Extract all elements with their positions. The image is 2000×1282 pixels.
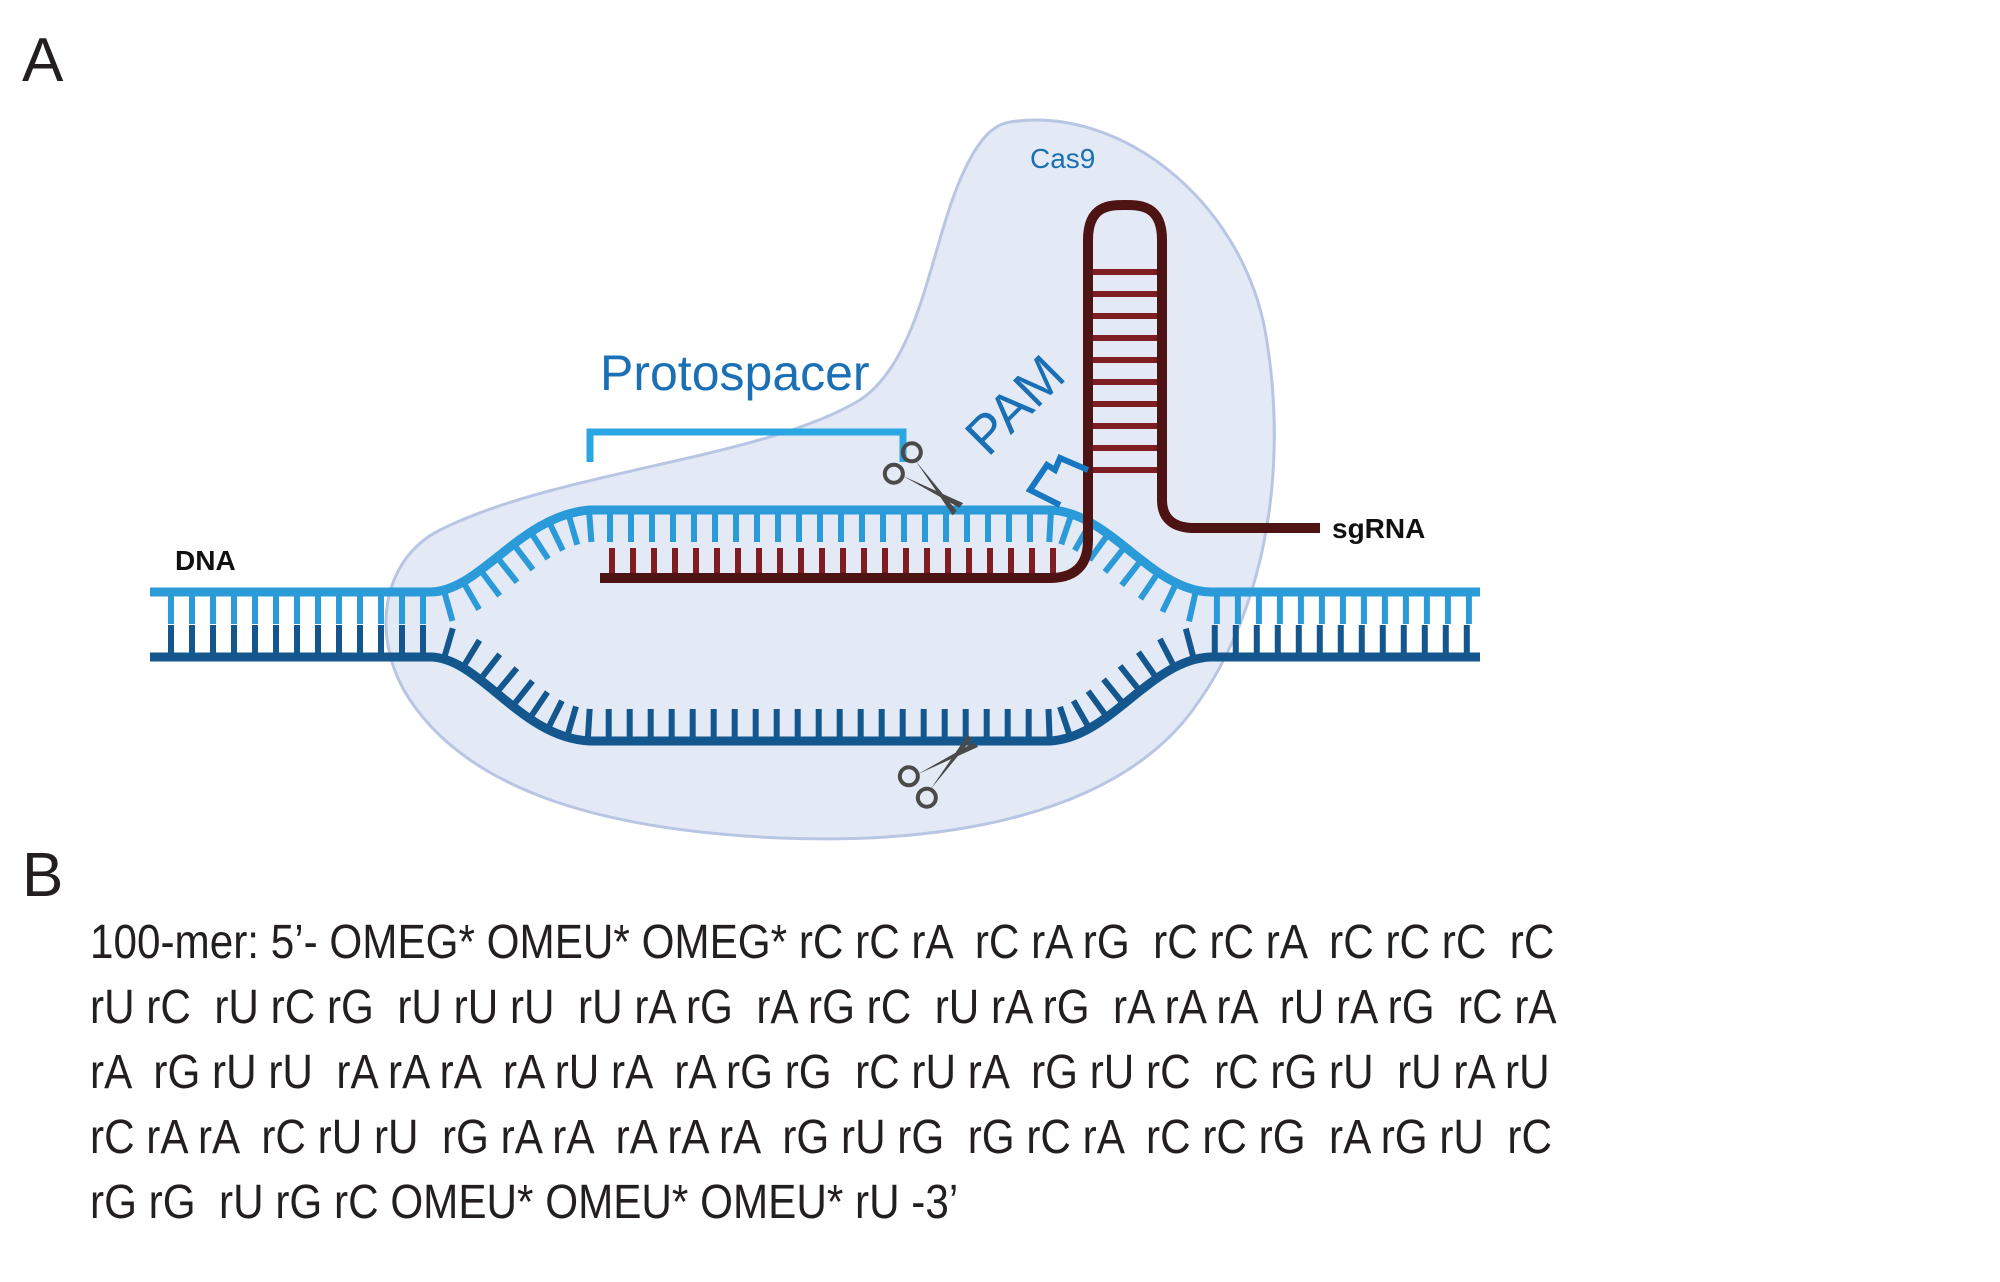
protospacer-label: Protospacer — [600, 345, 870, 401]
dna-base — [584, 708, 593, 742]
dna-base — [460, 638, 483, 670]
dna-base — [440, 627, 456, 660]
dna-base — [544, 699, 565, 731]
dna-base — [460, 580, 482, 611]
sequence-line: rG rG rU rG rC OMEU* OMEU* OMEU* rU -3’ — [90, 1176, 959, 1229]
dna-base — [1045, 708, 1053, 742]
cas9-label: Cas9 — [1030, 143, 1095, 174]
dna-label: DNA — [175, 545, 236, 576]
dna-base — [1157, 637, 1178, 669]
sgrna-strand — [600, 199, 1320, 583]
dna-base — [494, 666, 520, 695]
panel-label-a: A — [22, 26, 64, 95]
dna-bottom-strand-bases — [168, 625, 1470, 742]
dna-base — [528, 530, 551, 561]
dna-base — [1058, 513, 1075, 546]
dna-base — [586, 509, 595, 543]
dna-base — [564, 705, 579, 738]
dna-base — [1101, 677, 1126, 707]
sequence-line: 100-mer: 5’- OMEG* OMEU* OMEG* rC rC rA … — [90, 916, 1555, 969]
dna-base — [1117, 664, 1143, 693]
dna-base — [1085, 689, 1110, 719]
scissors-icon — [897, 734, 979, 809]
dna-base — [1182, 627, 1197, 661]
dna-base — [1137, 570, 1161, 601]
sequence-line: rA rG rU rU rA rA rA rA rU rA rA rG rG r… — [90, 1046, 1550, 1099]
dna-base — [1119, 558, 1144, 588]
dna-top-strand — [150, 505, 1480, 597]
dna-base — [1135, 650, 1160, 681]
dna-base — [1186, 589, 1199, 623]
dna-base — [1070, 699, 1092, 730]
dna-base — [546, 520, 566, 552]
cas9-protein-shape — [384, 118, 1276, 841]
sgrna-label: sgRNA — [1332, 513, 1425, 544]
dna-base — [440, 589, 456, 622]
dna-top-strand-bases — [168, 509, 1472, 624]
dna-base — [477, 652, 503, 682]
sgrna-spacer-bases — [609, 548, 1056, 575]
dna-bottom-strand — [150, 652, 1480, 746]
sgrna-hairpin-bases — [1092, 269, 1158, 473]
dna-base — [511, 542, 536, 572]
pam-marker — [1025, 454, 1090, 508]
sequence-line: rU rC rU rC rG rU rU rU rU rA rG rA rG r… — [90, 981, 1557, 1034]
sequence-block: 100-mer: 5’- OMEG* OMEU* OMEG* rC rC rA … — [90, 910, 1762, 1235]
dna-base — [1057, 705, 1074, 739]
dna-base — [510, 679, 535, 708]
dna-base — [478, 568, 503, 598]
dna-base — [1102, 545, 1128, 574]
dna-base — [527, 690, 550, 721]
panel-label-b: B — [22, 841, 64, 910]
dna-base — [1046, 509, 1054, 543]
dna-base — [1086, 532, 1111, 562]
dna-base — [565, 513, 581, 546]
scissors-icon — [882, 441, 964, 516]
crispr-cas9-diagram: Cas9 Protospacer PAM sgRNA DNA — [150, 118, 1480, 841]
dna-base — [1159, 581, 1180, 614]
sequence-line: rC rA rA rC rU rU rG rA rA rA rA rA rG r… — [90, 1111, 1552, 1164]
dna-base — [494, 555, 520, 585]
